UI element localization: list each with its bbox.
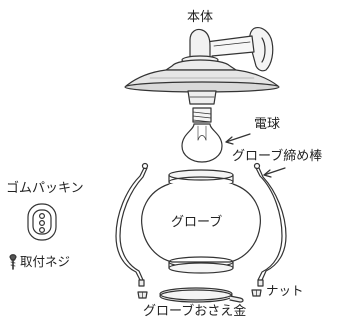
label-mounting-screw: 取付ネジ <box>20 254 71 269</box>
nut-right <box>251 289 262 297</box>
label-nut: ナット <box>266 283 304 298</box>
label-bulb: 電球 <box>254 117 281 132</box>
arrow-bulb <box>225 133 251 145</box>
nut-left <box>137 291 148 299</box>
light-bulb <box>181 107 223 163</box>
screw-icon <box>9 254 17 270</box>
arrow-globe-rod <box>263 167 286 178</box>
label-rubber-packing: ゴムパッキン <box>6 181 84 196</box>
label-globe-rod: グローブ締め棒 <box>232 149 323 164</box>
globe-rod-left <box>115 162 149 287</box>
globe-holder-ring <box>159 287 244 303</box>
globe <box>141 169 261 274</box>
lamp-body <box>124 27 280 105</box>
label-globe-holder: グローブおさえ金 <box>143 304 247 319</box>
label-body: 本体 <box>187 10 214 25</box>
rubber-packing <box>27 203 57 241</box>
globe-rod-right <box>253 162 287 287</box>
label-globe: グローブ <box>171 215 223 230</box>
